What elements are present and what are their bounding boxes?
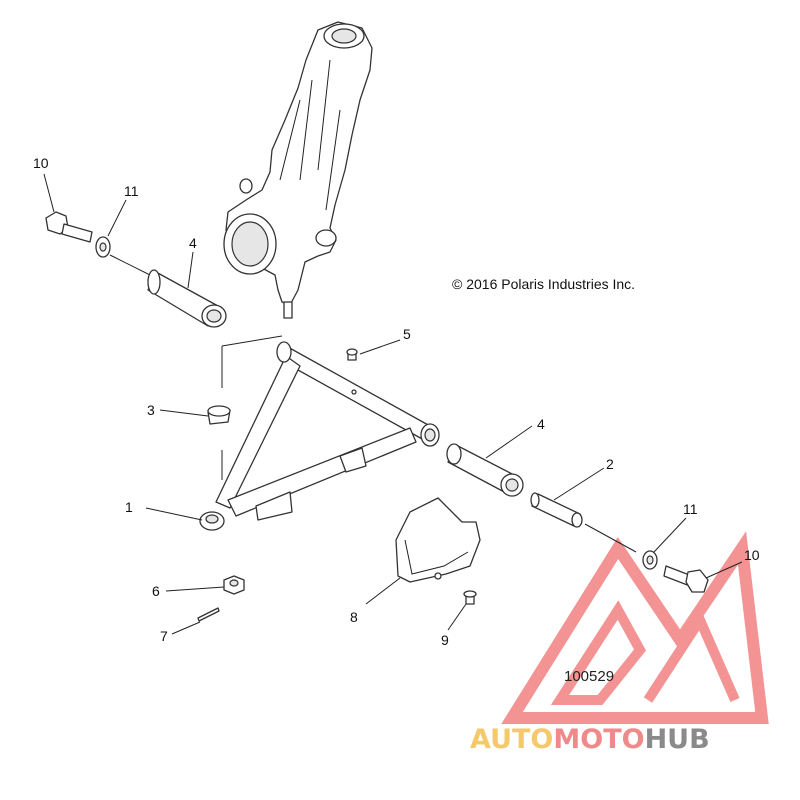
callout-10-left: 10 <box>33 155 49 171</box>
sleeve-2 <box>530 492 583 528</box>
watermark-wordmark: AUTOMOTOHUB <box>470 724 710 755</box>
callout-labels: 10 11 4 5 3 1 4 2 11 10 6 7 8 9 <box>33 155 760 648</box>
screw-9 <box>463 590 477 605</box>
callout-leaders <box>43 173 743 635</box>
washer-11-left <box>95 236 111 258</box>
copyright-text: © 2016 Polaris Industries Inc. <box>452 276 635 292</box>
callout-1: 1 <box>125 499 133 515</box>
ref-line-top <box>221 335 283 347</box>
callout-10-right: 10 <box>744 547 760 563</box>
callout-5: 5 <box>403 326 411 342</box>
callout-9: 9 <box>441 632 449 648</box>
bolt-10-left <box>45 211 93 243</box>
guard-plate-8 <box>395 497 481 583</box>
callout-4-upper: 4 <box>189 235 197 251</box>
a-arm <box>199 341 440 531</box>
callout-7: 7 <box>160 628 168 644</box>
assembly-line-left <box>109 254 151 276</box>
logo-outer-triangle <box>501 531 769 724</box>
boot-3 <box>207 405 231 425</box>
nut-6 <box>223 575 245 595</box>
diagram-number: 100529 <box>564 668 614 685</box>
callout-6: 6 <box>152 583 160 599</box>
callout-2: 2 <box>606 456 614 472</box>
watermark-moto: MOTO <box>553 724 644 755</box>
grease-fitting-5 <box>346 348 358 361</box>
callout-8: 8 <box>350 609 358 625</box>
cotter-pin-7 <box>197 607 220 622</box>
logo-inner-shape <box>550 600 646 705</box>
callout-11-left: 11 <box>124 183 139 199</box>
watermark-hub: HUB <box>645 724 710 755</box>
watermark-logo <box>501 531 769 724</box>
callout-4-lower: 4 <box>537 416 545 432</box>
callout-3: 3 <box>147 402 155 418</box>
bushing-4-lower <box>446 443 524 497</box>
bolt-10-right <box>663 565 709 593</box>
callout-11-right: 11 <box>683 501 698 517</box>
steering-knuckle <box>223 21 373 319</box>
watermark-auto: AUTO <box>470 724 553 755</box>
assembly-line-right <box>584 523 637 553</box>
logo-inner-peak <box>643 609 740 703</box>
bushing-4-upper <box>147 269 227 328</box>
washer-11-right <box>642 550 658 570</box>
